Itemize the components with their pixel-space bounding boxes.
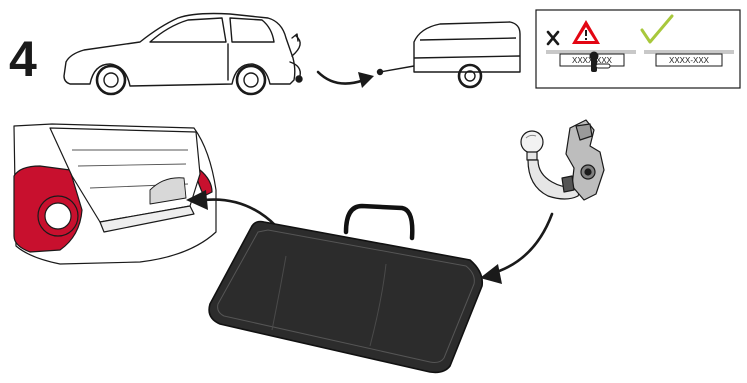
wrong-plate-bar: [546, 50, 636, 54]
arrow-shaft: [488, 212, 554, 276]
check-mark-icon: [640, 14, 674, 44]
trailer-illustration: [376, 21, 521, 89]
plate-panel-frame: [535, 9, 741, 89]
trailer-side-line: [413, 55, 521, 59]
correct-plate: [655, 53, 723, 67]
car-rear-hub: [243, 72, 259, 88]
arrow-shaft: [202, 198, 278, 228]
car-front-hub: [103, 72, 119, 88]
car-rear-wheel: [235, 64, 267, 96]
trailer-wheel-hub: [464, 70, 476, 82]
obstructing-towbar-icon: [589, 51, 611, 72]
car-front-window: [149, 17, 227, 43]
bag-seam: [217, 229, 475, 363]
trailer-coupling: [376, 68, 384, 76]
correct-plate-bar: [644, 50, 734, 54]
arrow-bag-to-trunk: [186, 190, 278, 228]
tow-hook-stem: [289, 61, 301, 77]
attach-motion-arrow: [291, 35, 301, 57]
attach-motion-arrowhead: [291, 33, 299, 42]
car-rear-window: [229, 17, 275, 43]
arrow-car-to-trailer: [316, 70, 374, 88]
wrong-x-icon: [546, 30, 560, 46]
plate-panel: XXXX-XXX XXXX-XXX: [535, 9, 741, 89]
trailer-drawbar: [379, 65, 415, 73]
car-side-view: [63, 12, 303, 96]
trailer-box: [413, 21, 521, 73]
car-trunk-view: [13, 123, 217, 265]
step-number: 4: [9, 31, 37, 87]
trailer-lid-line: [419, 37, 517, 41]
car-body-outline: [63, 12, 296, 87]
left-taillight-lens: [44, 202, 72, 230]
car-front-wheel: [95, 64, 127, 96]
tow-ball-icon: [295, 75, 303, 83]
arrow-head: [480, 264, 502, 284]
towbar-mount: [565, 119, 605, 201]
curved-arrow-head: [358, 72, 374, 88]
rear-bumper-sill: [99, 205, 195, 233]
detachable-towbar: [520, 119, 605, 201]
tow-ball: [520, 130, 544, 154]
storage-bag: [208, 203, 484, 374]
arrow-head: [186, 190, 208, 210]
arrow-towbar-to-bag: [480, 212, 554, 284]
trailer-wheel: [457, 63, 483, 89]
curved-arrow-shaft: [316, 70, 366, 85]
stowed-towbar-bag: [149, 177, 187, 205]
bag-handle: [343, 203, 415, 241]
tow-ball-neck: [526, 151, 538, 161]
correct-plate-text: XXXX-XXX: [669, 56, 710, 65]
